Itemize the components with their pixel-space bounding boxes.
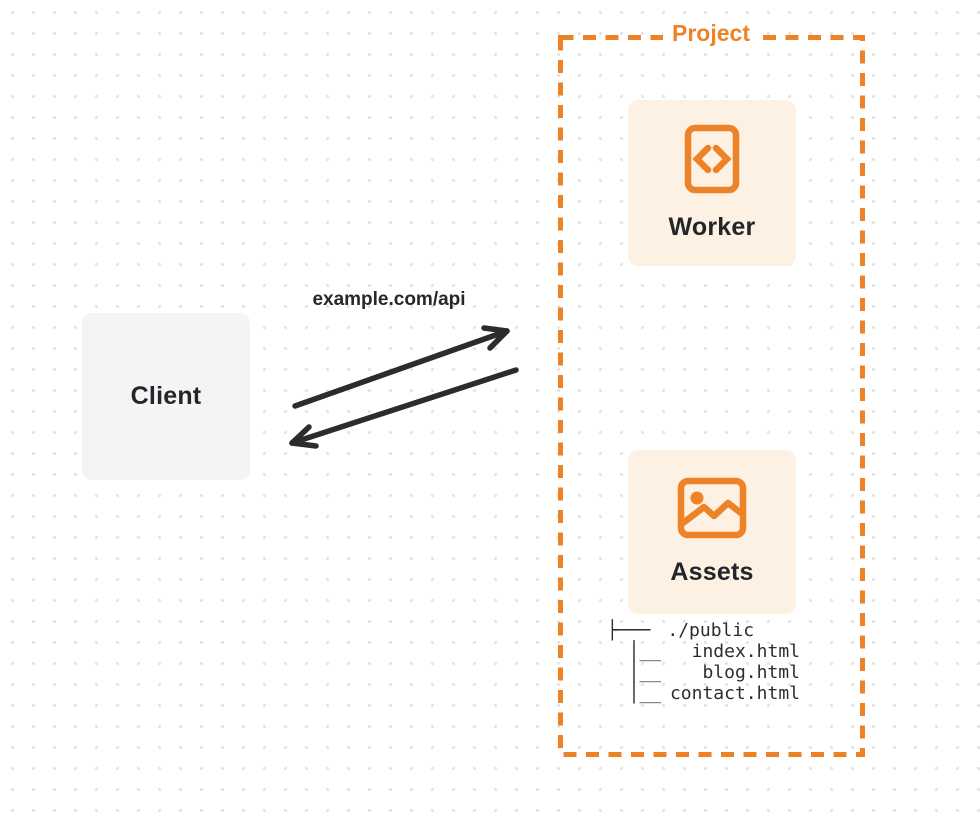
tree-branch-glyph: │__ [607, 662, 662, 683]
file-tree-root-row: ├─── ./public [607, 620, 800, 641]
code-file-icon [684, 124, 740, 199]
tree-file-name: index.html [691, 641, 800, 662]
client-label: Client [130, 382, 202, 410]
project-label: Project [663, 20, 759, 47]
file-tree: ├─── ./public │__ index.html │__ blog.ht… [607, 620, 800, 704]
project-boundary [558, 35, 865, 757]
tree-file-name: blog.html [702, 662, 800, 683]
tree-branch-glyph: │__ [607, 641, 662, 662]
client-node: Client [82, 313, 250, 480]
worker-node: Worker [628, 100, 796, 266]
request-arrow [292, 325, 510, 409]
tree-branch-glyph: │__ [607, 683, 662, 704]
assets-node: Assets [628, 450, 796, 614]
response-arrow [289, 367, 519, 449]
file-tree-row: │__ blog.html [607, 662, 800, 683]
request-url-label: example.com/api [312, 289, 466, 310]
assets-label: Assets [670, 558, 754, 586]
tree-branch-glyph: ├─── [607, 620, 651, 641]
file-tree-row: │__ contact.html [607, 683, 800, 704]
tree-file-name: contact.html [669, 683, 800, 704]
file-tree-row: │__ index.html [607, 641, 800, 662]
worker-label: Worker [668, 213, 756, 241]
image-icon [677, 477, 747, 544]
tree-root-name: ./public [667, 620, 755, 641]
